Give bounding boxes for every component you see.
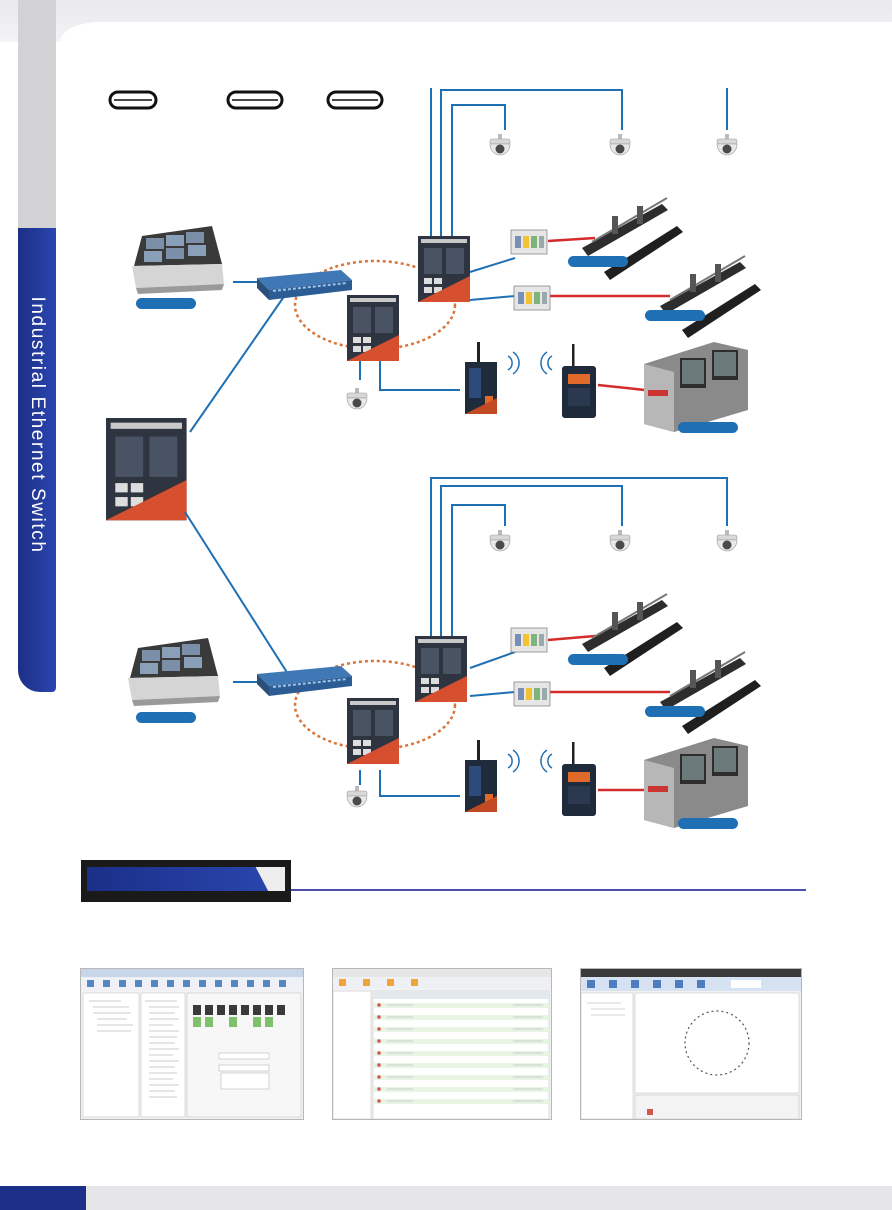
video-wall-icon — [132, 226, 224, 294]
section-header — [81, 860, 291, 902]
legend-pill-icon — [645, 310, 705, 321]
wireless-client-icon — [562, 344, 596, 418]
serial-server-icon — [510, 627, 548, 653]
din-rail-switch-icon — [347, 698, 399, 764]
din-rail-switch-icon — [106, 418, 187, 521]
footer-page-tab — [0, 1186, 86, 1210]
serial-server-icon — [513, 681, 551, 707]
legend-pill-icon — [136, 712, 196, 723]
legend-pill-icon — [568, 654, 628, 665]
legend-pill-icon — [108, 90, 158, 110]
wireless-client-icon — [562, 742, 596, 816]
din-rail-switch-icon — [418, 236, 470, 302]
event-log-mock — [333, 969, 551, 1119]
event-log-screenshot — [332, 968, 552, 1120]
serial-server-icon — [513, 285, 551, 311]
legend-pill-icon — [326, 90, 384, 110]
dome-camera-icon — [489, 133, 511, 156]
rackmount-switch-icon — [256, 269, 353, 301]
ring-topology-screenshot — [580, 968, 802, 1120]
sidebar-grey-strip — [18, 0, 56, 228]
dome-camera-icon — [609, 529, 631, 552]
kiosk-icon — [644, 342, 748, 432]
legend-pill-icon — [678, 818, 738, 829]
conveyor-icon — [581, 197, 684, 281]
dome-camera-icon — [609, 133, 631, 156]
din-rail-switch-icon — [347, 295, 399, 361]
dome-camera-icon — [716, 133, 738, 156]
legend-pill-icon — [645, 706, 705, 717]
sidebar-blue-tab — [18, 228, 56, 692]
kiosk-icon — [644, 738, 748, 828]
footer-bar — [0, 1186, 892, 1210]
legend-pill-icon — [226, 90, 284, 110]
conveyor-icon — [659, 255, 762, 339]
ring-topology-mock — [581, 969, 801, 1119]
dome-camera-icon — [346, 387, 368, 410]
management-utility-mock — [81, 969, 303, 1118]
wireless-ap-icon — [465, 342, 497, 414]
dome-camera-icon — [489, 529, 511, 552]
serial-server-icon — [510, 229, 548, 255]
management-utility-screenshot — [80, 968, 304, 1120]
wireless-ap-icon — [465, 740, 497, 812]
conveyor-icon — [659, 651, 762, 735]
rackmount-switch-icon — [256, 665, 353, 697]
dome-camera-icon — [346, 785, 368, 808]
legend-pill-icon — [136, 298, 196, 309]
legend-pill-icon — [568, 256, 628, 267]
section-divider — [291, 889, 806, 891]
video-wall-icon — [128, 638, 220, 706]
din-rail-switch-icon — [415, 636, 467, 702]
legend-pill-icon — [678, 422, 738, 433]
section-header-bar — [87, 867, 285, 891]
top-banner-curve — [60, 22, 892, 62]
dome-camera-icon — [716, 529, 738, 552]
network-diagram — [106, 88, 762, 829]
